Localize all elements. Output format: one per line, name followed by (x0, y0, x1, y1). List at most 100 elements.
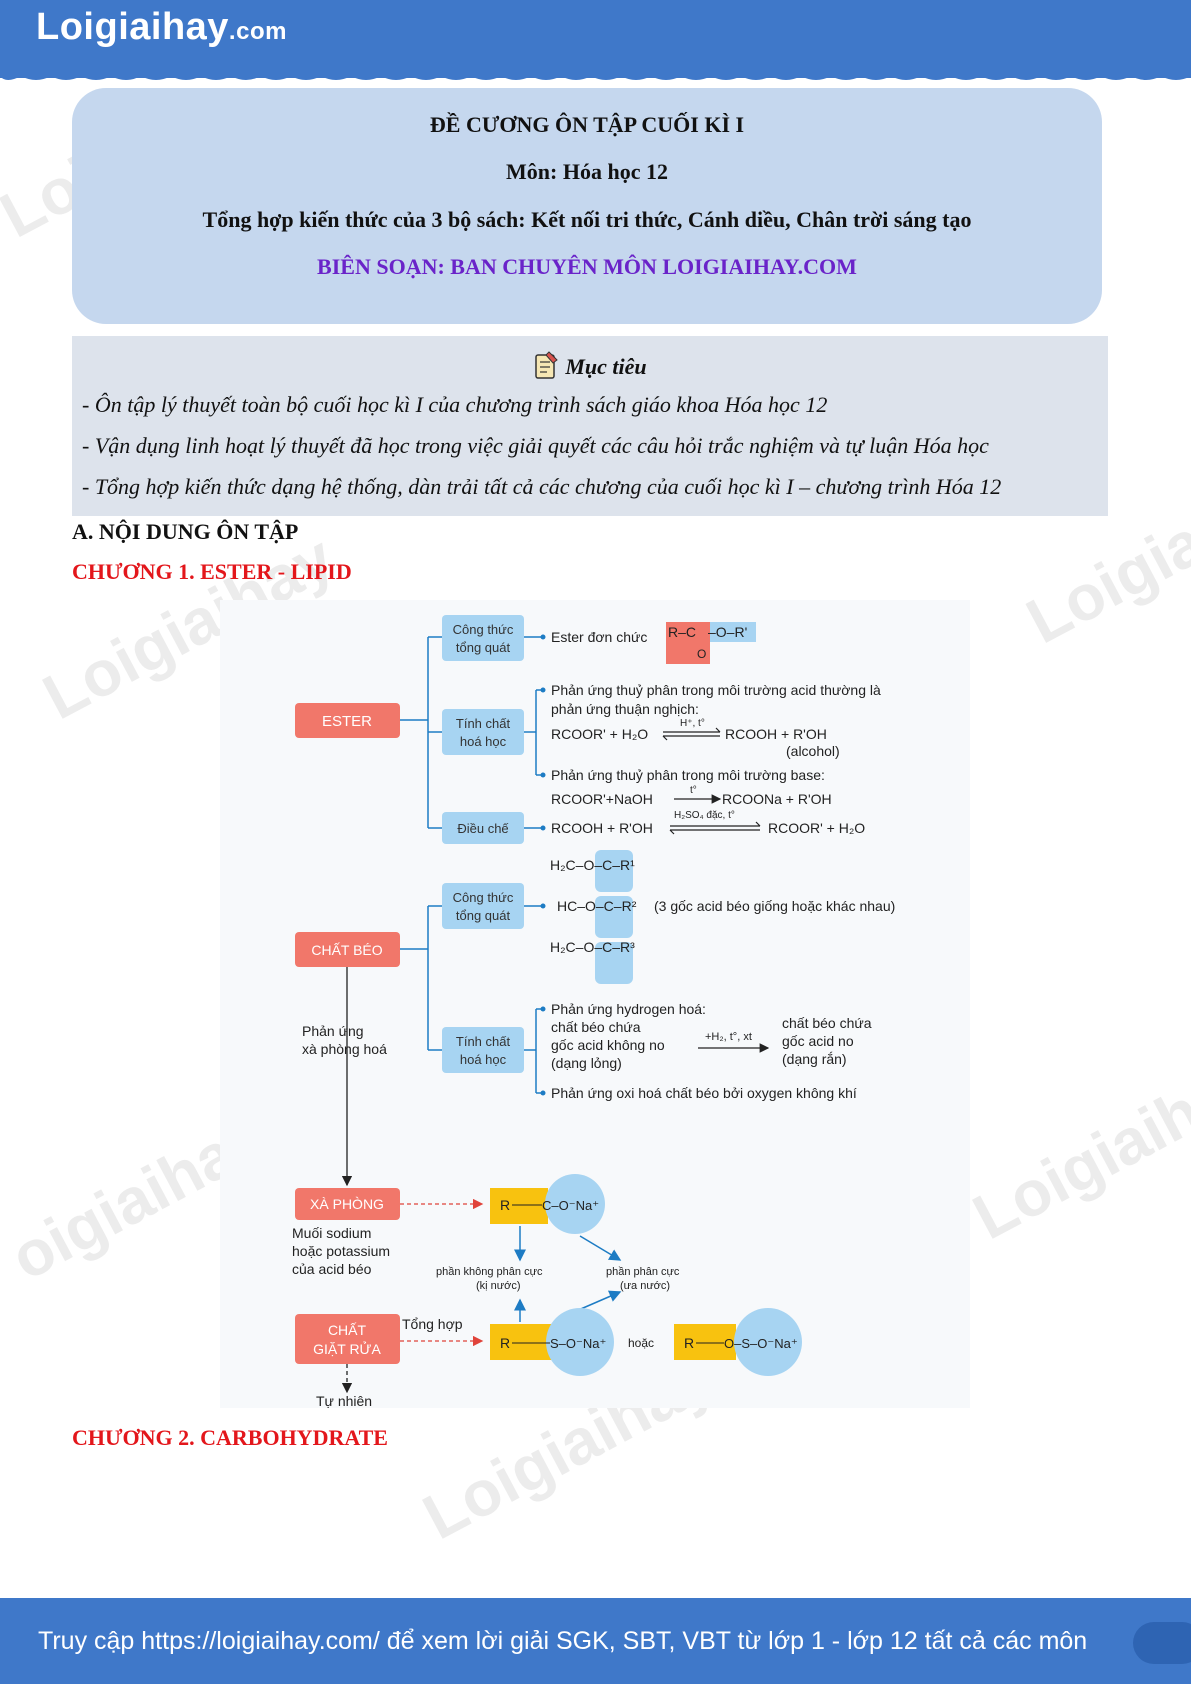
hydrolysis-acid-condition: H⁺, t° (680, 718, 705, 729)
or-label: hoặc (628, 1336, 654, 1350)
ester-general-label: tổng quát (456, 640, 511, 655)
ester-prep-label: Điều chế (457, 821, 509, 836)
detergent-label: GIẶT RỬA (313, 1340, 381, 1357)
hydrogenation-condition: +H₂, t°, xt (705, 1031, 752, 1043)
bullet (540, 772, 546, 778)
bullet (540, 1090, 546, 1096)
objectives-title: Mục tiêu (565, 354, 647, 379)
bullet (540, 903, 546, 909)
detergent-head-circle (546, 1308, 614, 1376)
ester-general-node (442, 615, 524, 661)
hydrogenation-right: (dạng rắn) (782, 1051, 847, 1067)
prep-right: RCOOR' + H₂O (768, 820, 865, 836)
saponification-label: Phản ứng (302, 1023, 364, 1039)
soap-tail-box (490, 1188, 548, 1224)
fat-label: CHẤT BÉO (311, 942, 382, 958)
hydrolysis-acid-text: phản ứng thuận nghịch: (551, 701, 699, 717)
detergent2-head-circle (734, 1308, 802, 1376)
fat-acyl-box (595, 942, 633, 984)
oxidation-text: Phản ứng oxi hoá chất béo bởi oxygen khô… (551, 1085, 857, 1101)
objectives-heading: Mục tiêu (72, 350, 1108, 380)
footer-link-text[interactable]: Truy cập https://loigiaihay.com/ để xem … (38, 1627, 1088, 1655)
hydrogenation-right: chất béo chứa (782, 1015, 872, 1031)
detergent2-r: R (684, 1335, 694, 1351)
hydrolysis-base-condition: t° (690, 785, 697, 796)
fat-chem-label: Tính chất (456, 1034, 511, 1049)
hydrogenation-left: chất béo chứa (551, 1019, 641, 1035)
detergent2-head: O–S–O⁻Na⁺ (724, 1336, 798, 1351)
ester-chem-label: Tính chất (456, 716, 511, 731)
hydrogenation-right: gốc acid no (782, 1033, 854, 1049)
fat-general-label: tổng quát (456, 908, 511, 923)
watermark: Loigiai (1015, 496, 1191, 658)
objectives-box: Mục tiêu - Ôn tập lý thuyết toàn bộ cuối… (72, 336, 1108, 516)
equilibrium-arrow (669, 821, 761, 835)
detergent2-tail-box (674, 1324, 736, 1360)
ester-prep-node (442, 812, 524, 844)
footer-decoration (1133, 1622, 1191, 1664)
hydrolysis-acid-right: RCOOH + R'OH (725, 726, 827, 742)
hydrolysis-base-left: RCOOR'+NaOH (551, 791, 653, 807)
header-band (0, 0, 1191, 80)
subject-line: Môn: Hóa học 12 (506, 159, 668, 184)
polar-label: (ưa nước) (620, 1280, 670, 1292)
soap-r: R (500, 1197, 510, 1213)
fat-general-node (442, 883, 524, 929)
bullet (540, 634, 546, 640)
ester-general-text: Ester đơn chức (551, 629, 647, 645)
title-box: ĐỀ CƯƠNG ÔN TẬP CUỐI KÌ I Môn: Hóa học 1… (72, 88, 1102, 324)
site-logo[interactable]: Loigiaihay.com (36, 6, 287, 49)
soap-head: C–O⁻Na⁺ (542, 1198, 599, 1213)
fat-formula-row: HC–O–C–R² (557, 898, 637, 914)
ester-general-label: Công thức (453, 622, 514, 637)
fat-acyl-box (595, 896, 633, 938)
author-line: BIÊN SOẠN: BAN CHUYÊN MÔN LOIGIAIHAY.COM (317, 254, 857, 279)
ester-formula-r: R–C (668, 624, 696, 640)
hydrogenation-text: Phản ứng hydrogen hoá: (551, 1001, 706, 1017)
fat-chem-node (442, 1027, 524, 1073)
detergent-tail-box (490, 1324, 552, 1360)
fat-general-label: Công thức (453, 890, 514, 905)
footer-band (0, 1598, 1191, 1684)
nonpolar-label: phần không phân cực (436, 1266, 543, 1278)
ester-formula-or: –O–R' (708, 624, 747, 640)
ester-formula-r-box (666, 622, 710, 664)
synthesis-label: Tổng hợp (402, 1316, 463, 1332)
fat-chem-label: hoá học (460, 1052, 507, 1067)
ester-node (295, 703, 400, 738)
books-line: Tổng hợp kiến thức của 3 bộ sách: Kết nố… (202, 207, 972, 232)
objective-item: - Ôn tập lý thuyết toàn bộ cuối học kì I… (82, 392, 828, 417)
ester-lipid-mindmap: ESTER Công thức tổng quát Ester đơn chức… (220, 600, 970, 1408)
logo-main-text: Loigiaihay (36, 6, 229, 48)
prep-left: RCOOH + R'OH (551, 820, 653, 836)
soap-description: của acid béo (292, 1261, 372, 1277)
header-wave (0, 72, 1191, 80)
fat-formula-row: H₂C–O–C–R³ (550, 939, 635, 955)
chapter-1-heading: CHƯƠNG 1. ESTER - LIPID (72, 559, 352, 584)
ester-chem-label: hoá học (460, 734, 507, 749)
document-title: ĐỀ CƯƠNG ÔN TẬP CUỐI KÌ I (429, 112, 745, 137)
soap-head-circle (545, 1174, 605, 1234)
hydrogenation-left: gốc acid không no (551, 1037, 665, 1053)
soap-description: Muối sodium (292, 1225, 371, 1241)
soap-label: XÀ PHÒNG (310, 1196, 384, 1212)
ester-chem-node (442, 709, 524, 755)
polar-label: phần phân cực (606, 1266, 680, 1278)
objective-item: - Tổng hợp kiến thức dạng hệ thống, dàn … (82, 474, 1002, 499)
fat-formula-row: H₂C–O–C–R¹ (550, 857, 635, 873)
hydrolysis-base-text: Phản ứng thuỷ phân trong môi trường base… (551, 767, 825, 783)
saponification-label: xà phòng hoá (302, 1041, 387, 1057)
fat-node (295, 932, 400, 967)
equilibrium-arrow (662, 727, 721, 741)
fat-acyl-box (595, 850, 633, 892)
nonpolar-label: (kị nước) (476, 1280, 521, 1292)
polar-arrow (579, 1235, 622, 1261)
ester-label: ESTER (322, 713, 372, 730)
detergent-node (295, 1314, 400, 1364)
prep-condition: H₂SO₄ đặc, t° (674, 810, 735, 821)
hydrogenation-left: (dạng lỏng) (551, 1055, 622, 1071)
notepad-icon (535, 351, 559, 379)
natural-label: Tự nhiên (316, 1393, 372, 1408)
logo-suffix-text: .com (228, 18, 287, 45)
soap-description: hoặc potassium (292, 1243, 390, 1259)
